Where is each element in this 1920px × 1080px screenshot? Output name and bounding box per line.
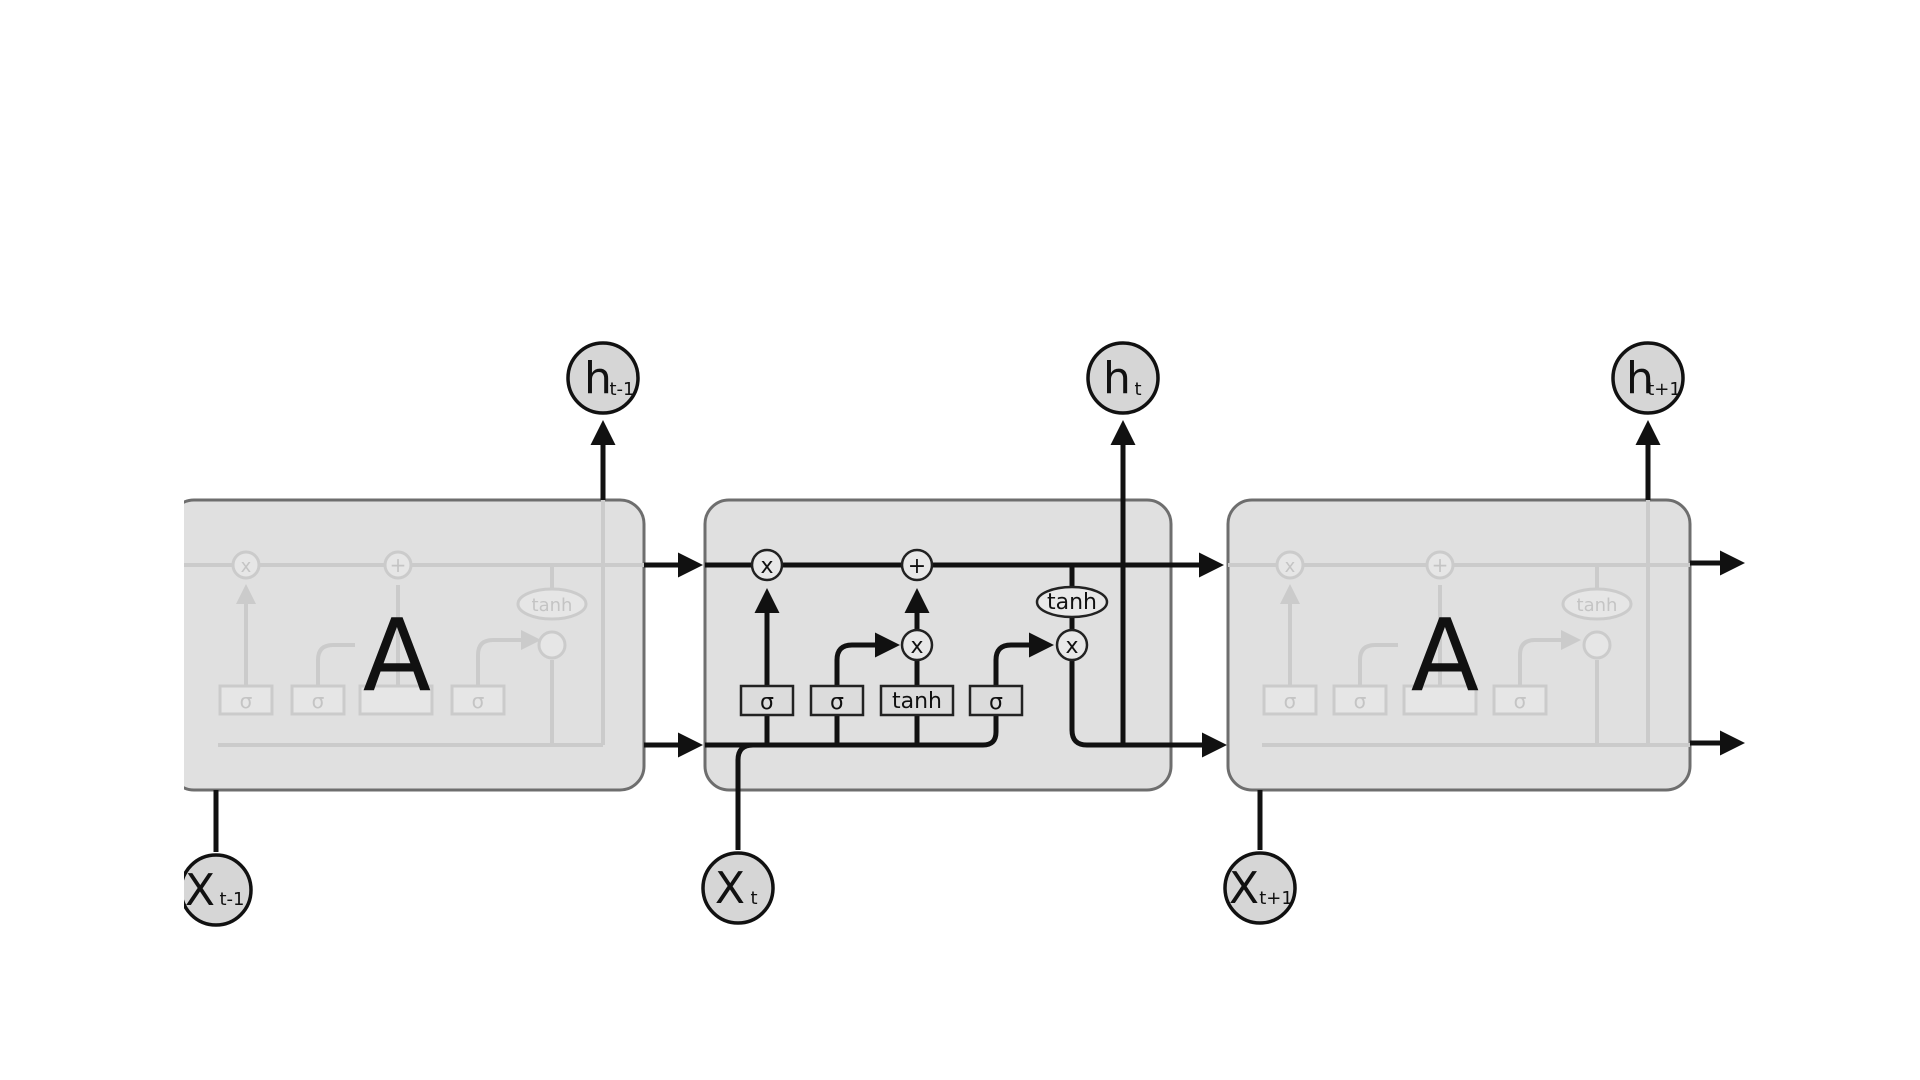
cell-left-faint-tanh-text: tanh [532,595,573,616]
add-op: + [902,550,932,580]
input-multiply-op: x [902,630,932,660]
candidate-gate: tanh [881,686,953,715]
output-node-t-main: h [1103,353,1131,404]
output-multiply-op: x [1057,630,1087,660]
input-node-t-1-main: X [185,865,215,916]
forget-gate-label: σ [760,690,774,715]
cell-right-label: A [1411,597,1479,714]
output-node-t-1: h t-1 [568,343,638,413]
candidate-gate-label: tanh [892,689,942,714]
input-node-t-1: X t-1 [181,855,251,925]
cell-right-faint-add-text: + [1432,553,1449,577]
output-node-t-sub: t [1134,379,1141,400]
input-gate-label: σ [830,690,844,715]
cell-left-faint-sigma-1: σ [240,689,253,713]
forget-multiply-op: x [752,550,782,580]
cell-right: x + tanh σ σ σ A [1228,500,1690,850]
cell-left-faint-sigma-3: σ [472,689,485,713]
input-gate: σ [811,686,863,715]
input-node-t-1-sub: t-1 [219,889,244,910]
cell-left-faint-multiply-text: x [241,556,252,577]
cell-left-faint-sigma-2: σ [312,689,325,713]
input-node-t: X t [703,853,773,923]
cell-right-faint-multiply-text: x [1285,556,1296,577]
output-node-t-1-sub: t-1 [609,379,634,400]
cell-right-faint-sigma-2: σ [1354,689,1367,713]
input-node-t+1-main: X [1229,863,1259,914]
cell-right-faint-sigma-3: σ [1514,689,1527,713]
cell-right-faint-tanh-text: tanh [1577,595,1618,616]
input-node-t-main: X [715,863,745,914]
output-node-t: h t [1088,343,1158,413]
cell-left-label: A [363,597,431,714]
add-op-text: + [908,554,926,579]
input-multiply-text: x [910,634,923,659]
input-node-t-sub: t [750,888,757,909]
input-node-t+1: X t+1 [1225,853,1295,923]
output-node-t+1-sub: t+1 [1647,379,1681,400]
tanh-op-text: tanh [1047,590,1097,615]
tanh-op: tanh [1037,587,1107,617]
cell-left-faint-add-text: + [390,553,407,577]
output-node-t-1-main: h [584,353,612,404]
cell-middle: x + x x tanh σ σ tanh [705,500,1204,850]
cell-left: x + tanh σ σ σ A [170,500,644,852]
output-gate-label: σ [989,690,1003,715]
output-gate: σ [970,686,1022,715]
cell-right-faint-sigma-1: σ [1284,689,1297,713]
forget-gate: σ [741,686,793,715]
output-node-t+1: h t+1 [1613,343,1683,413]
input-node-t+1-sub: t+1 [1259,888,1293,909]
forget-multiply-text: x [760,554,773,579]
output-multiply-text: x [1065,634,1078,659]
